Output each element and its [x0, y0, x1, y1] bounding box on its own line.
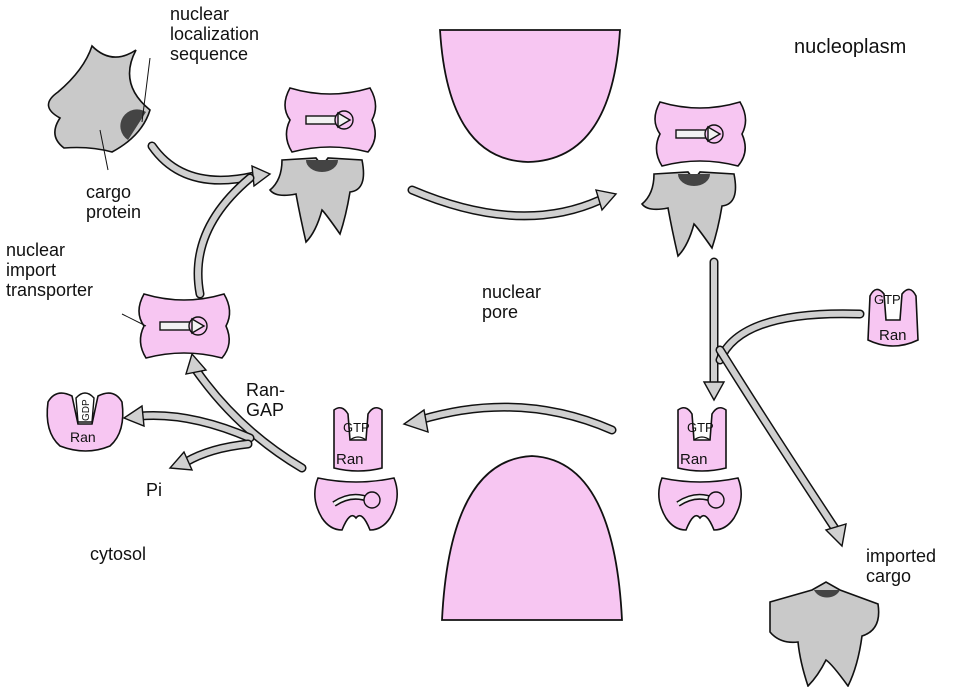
label-imported-cargo: imported cargo: [866, 546, 936, 586]
label-cytosol: cytosol: [90, 544, 146, 564]
ran-gtp-free: GTP Ran: [868, 289, 918, 346]
import-complex-cytosol: [285, 88, 376, 152]
ran-gtp-nucleus-ran-text: Ran: [680, 451, 708, 468]
nuclear-pore-bottom-lobe: [442, 456, 622, 620]
ran-gdp-ran-text: Ran: [70, 429, 96, 445]
nuclear-pore-top-lobe: [440, 30, 620, 162]
cargo-protein-shape: [48, 46, 150, 152]
import-complex-cytosol-cargo: [270, 158, 364, 242]
label-nuclear-localization-sequence: nuclear localization sequence: [170, 4, 259, 64]
import-complex-nucleus-cargo: [642, 172, 736, 256]
label-pi: Pi: [146, 480, 162, 500]
import-complex-nucleus: [655, 102, 746, 166]
label-ran-gap: Ran- GAP: [246, 380, 285, 420]
ran-gtp-complex-cytosol: GTP Ran: [315, 408, 397, 530]
ran-gtp-cytosol-ran-text: Ran: [336, 451, 364, 468]
ran-gtp-complex-nucleus: GTP Ran: [659, 408, 741, 530]
label-nuclear-pore: nuclear pore: [482, 282, 541, 322]
label-nuclear-import-transporter: nuclear import transporter: [6, 240, 93, 300]
free-import-transporter: [139, 294, 230, 358]
imported-cargo-shape: [770, 582, 879, 686]
ran-gdp: GDP Ran: [47, 393, 123, 451]
label-cargo-protein: cargo protein: [86, 182, 141, 222]
label-nucleoplasm: nucleoplasm: [794, 36, 906, 59]
ran-gtp-nucleus-gtp-text: GTP: [687, 420, 714, 435]
ran-gdp-gdp-text: GDP: [81, 399, 92, 421]
ran-gtp-cytosol-gtp-text: GTP: [343, 420, 370, 435]
ran-gtp-free-gtp-text: GTP: [874, 292, 901, 307]
ran-gtp-free-ran-text: Ran: [879, 327, 907, 344]
